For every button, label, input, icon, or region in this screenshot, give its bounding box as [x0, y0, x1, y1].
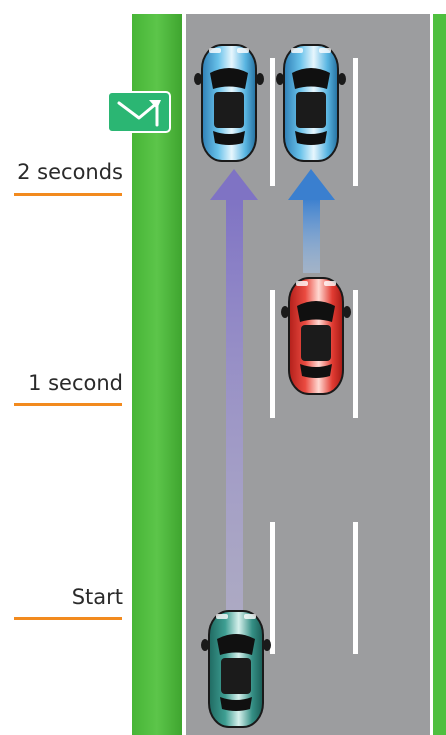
one-second-travel-arrow: [288, 169, 335, 273]
car-icon-blue-left: [194, 45, 264, 161]
car-icon-red: [281, 278, 351, 394]
car-icon-blue-right: [276, 45, 346, 161]
car-icon-teal: [201, 611, 271, 727]
two-second-travel-arrow: [210, 169, 258, 610]
